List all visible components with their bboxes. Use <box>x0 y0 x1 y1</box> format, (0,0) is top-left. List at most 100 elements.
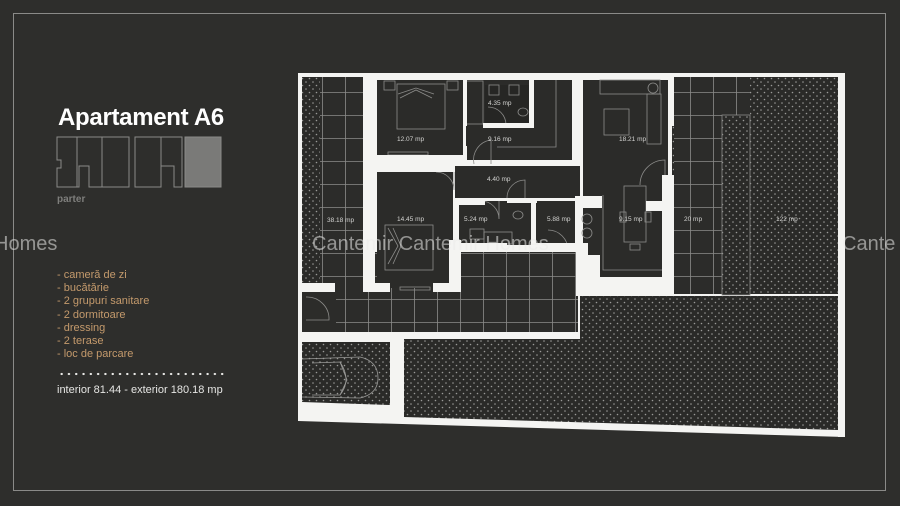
wall <box>662 175 674 295</box>
keyplan-unit-5 <box>160 136 183 188</box>
car-outline <box>301 356 379 399</box>
wall <box>531 243 576 251</box>
coffee-table <box>603 108 630 136</box>
wall <box>588 283 674 296</box>
bathroom-1-floor <box>485 85 529 125</box>
nightstand <box>383 80 396 91</box>
toilet <box>517 107 529 117</box>
dressing-floor <box>535 201 575 245</box>
parking-area <box>302 342 390 405</box>
wardrobe-2 <box>399 286 431 291</box>
feature-item: - loc de parcare <box>57 348 134 361</box>
wall <box>668 76 674 126</box>
wall <box>298 73 302 333</box>
wall <box>375 155 462 161</box>
wall <box>363 73 375 119</box>
feature-item: - 2 terase <box>57 334 104 347</box>
bidet <box>512 210 524 220</box>
room-label-bedroom-2: 14.45 mp <box>397 216 424 223</box>
wall <box>463 146 467 160</box>
feature-item: - 2 dormitoare <box>57 308 126 321</box>
pillows <box>397 87 435 99</box>
wall <box>375 161 455 172</box>
planter <box>721 114 751 296</box>
wall <box>463 76 467 126</box>
wall <box>531 198 536 245</box>
slide-frame <box>13 13 886 491</box>
feature-item: - bucătărie <box>57 282 109 295</box>
dining-table <box>623 185 647 243</box>
sink <box>508 84 520 96</box>
pillows <box>387 227 402 265</box>
wall <box>302 283 335 292</box>
kitchen-counter <box>602 195 665 271</box>
wall <box>838 73 845 437</box>
bathroom-2-floor <box>459 201 531 245</box>
room-label-kitchen: 9.15 mp <box>619 216 643 223</box>
apartment-title: Apartament A6 <box>58 104 224 131</box>
dining-chair <box>629 243 641 251</box>
wall <box>459 243 507 251</box>
wall <box>449 240 461 292</box>
wall <box>298 332 580 339</box>
room-label-bathroom-1: 4.35 mp <box>488 100 512 107</box>
stool <box>581 227 593 239</box>
terrace-west-strip <box>302 77 320 292</box>
entry-door-swing <box>305 296 330 321</box>
room-label-living: 18.21 mp <box>619 136 646 143</box>
keyplan-unit-3 <box>101 136 130 188</box>
wall <box>577 76 582 166</box>
wall <box>575 196 602 208</box>
nightstand <box>446 80 459 91</box>
dining-chair <box>619 211 627 223</box>
terrace-entry <box>302 292 336 332</box>
double-bed-1 <box>396 83 446 130</box>
side-table <box>647 82 659 94</box>
room-label-hall-2: 4.40 mp <box>487 176 511 183</box>
wall <box>576 243 588 296</box>
room-label-garden: 122 mp <box>776 216 798 223</box>
wall <box>572 76 577 166</box>
feature-item: - cameră de zi <box>57 269 127 281</box>
dining-chair <box>644 211 652 223</box>
sofa-side <box>646 93 662 145</box>
stool <box>581 213 593 225</box>
hall-1-partition <box>497 80 557 148</box>
door-swing <box>506 179 526 199</box>
room-label-bathroom-2: 5.24 mp <box>464 216 488 223</box>
keyplan-unit-4 <box>134 136 162 188</box>
double-bed-2 <box>384 224 434 271</box>
wall <box>363 283 390 292</box>
wall <box>529 76 534 128</box>
room-label-terrace-east: 20 mp <box>684 216 702 223</box>
wall <box>507 198 537 203</box>
room-label-bedroom-1: 12.07 mp <box>397 136 424 143</box>
bedroom-2-floor <box>377 172 453 288</box>
wall <box>497 161 577 166</box>
features-list: - cameră de zi - bucătărie - 2 grupuri s… <box>57 269 149 361</box>
sink <box>488 84 500 96</box>
keyplan-unit-a6-highlight <box>184 136 222 188</box>
door-swing <box>487 106 507 126</box>
sofa <box>599 79 661 95</box>
level-label: parter <box>57 194 86 205</box>
wall <box>455 198 485 205</box>
building-keyplan <box>56 136 222 188</box>
bedroom-1-floor <box>377 80 463 155</box>
room-label-terrace-west: 38.18 mp <box>327 217 354 224</box>
wall <box>646 201 668 211</box>
door-swing <box>473 139 492 165</box>
door-swing <box>639 159 666 186</box>
garden-south <box>404 296 838 430</box>
room-label-dressing: 5.88 mp <box>547 216 571 223</box>
wall <box>363 150 375 292</box>
area-summary: interior 81.44 - exterior 180.18 mp <box>57 384 223 396</box>
keyplan-unit-1 <box>56 136 78 188</box>
dotted-divider <box>58 372 226 376</box>
wall <box>391 339 401 419</box>
feature-item: - dressing <box>57 321 106 334</box>
feature-item: - 2 grupuri sanitare <box>57 295 150 308</box>
wall <box>433 283 461 292</box>
wall <box>483 123 533 128</box>
